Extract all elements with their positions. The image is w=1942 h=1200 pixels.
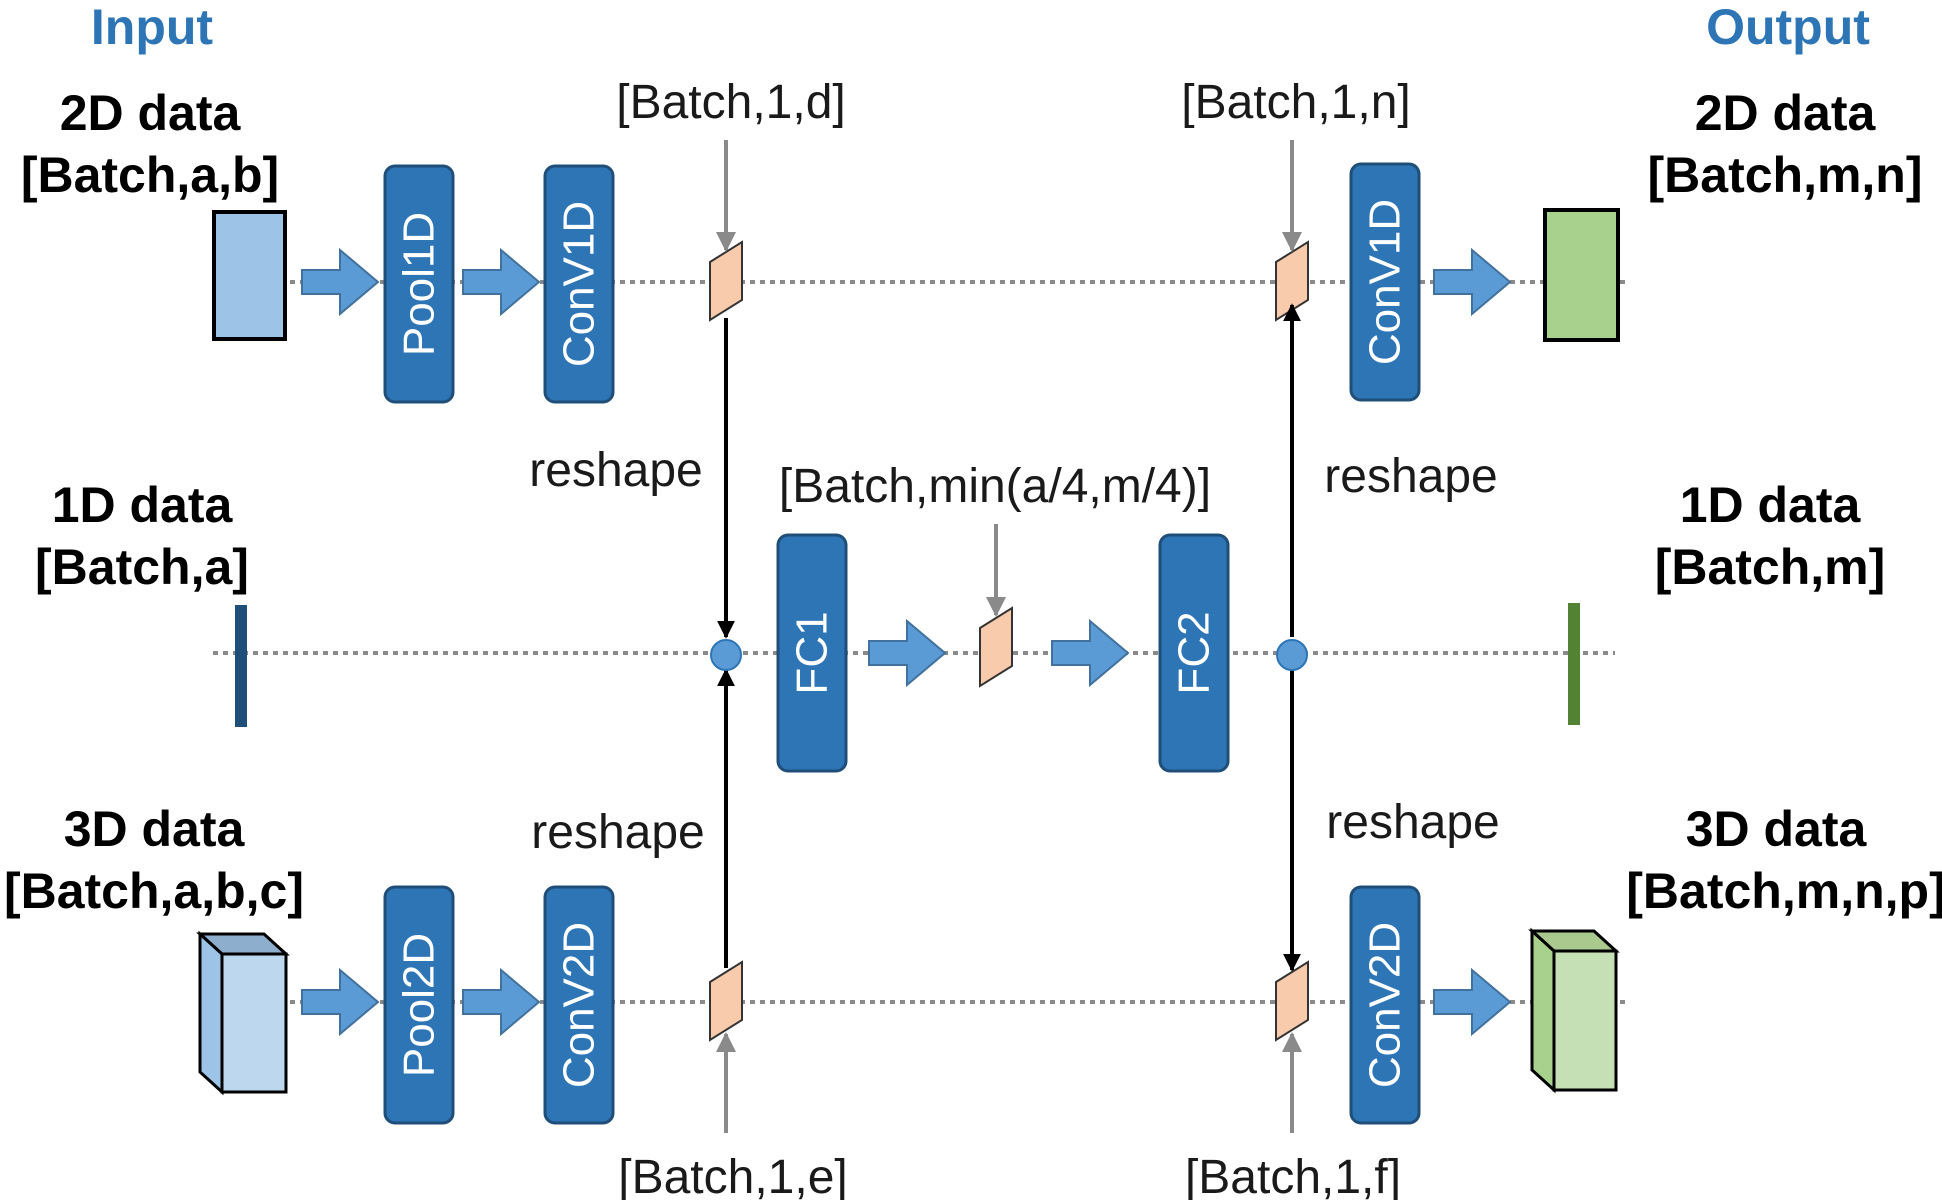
output-1d-shape: [Batch,m] [1655, 539, 1886, 595]
fc1-block: FC1 [776, 533, 848, 773]
flatten-bottom-right [1275, 960, 1309, 1042]
conv1d-input-label: ConV1D [555, 201, 604, 367]
fc2-block: FC2 [1158, 533, 1230, 773]
shape-annotation-top-right: [Batch,1,n] [1181, 76, 1410, 129]
arrow-fc1-to-flatten [868, 618, 947, 688]
conv2d-input-block: ConV2D [543, 885, 615, 1125]
reshape-label-upper-right: reshape [1324, 450, 1497, 503]
arrow-pool2d-to-conv2d [462, 967, 541, 1037]
input-3d-data-icon [196, 930, 290, 1096]
conv1d-output-label: ConV1D [1361, 199, 1410, 365]
input-1d-shape: [Batch,a] [35, 539, 249, 595]
pool1d-label: Pool1D [395, 212, 444, 356]
shape-annotation-bottom-left: [Batch,1,e] [618, 1151, 847, 1200]
shape-annotation-top-left: [Batch,1,d] [616, 76, 845, 129]
reshape-label-upper-left: reshape [529, 444, 702, 497]
conv1d-input-block: ConV1D [543, 164, 615, 404]
input-3d-title: 3D data [64, 801, 246, 857]
arrow-flatten-to-fc2 [1051, 618, 1130, 688]
input-2d-data-icon [212, 210, 287, 341]
output-1d-title: 1D data [1680, 477, 1862, 533]
flatten-middle [979, 606, 1013, 688]
conv1d-output-block: ConV1D [1349, 162, 1421, 402]
output-3d-shape: [Batch,m,n,p] [1626, 863, 1942, 919]
output-2d-title: 2D data [1695, 85, 1877, 141]
input-2d-title: 2D data [60, 85, 242, 141]
pool2d-block: Pool2D [383, 885, 455, 1125]
output-2d-shape: [Batch,m,n] [1648, 147, 1923, 203]
reshape-label-lower-left: reshape [531, 806, 704, 859]
arrow-2d-to-pool1d [301, 247, 380, 317]
fc2-label: FC2 [1170, 611, 1219, 694]
shape-annotation-bottom-right: [Batch,1,f] [1185, 1151, 1401, 1200]
shape-annotation-middle: [Batch,min(a/4,m/4)] [779, 460, 1211, 513]
reshape-label-lower-right: reshape [1326, 796, 1499, 849]
output-2d-data-icon [1543, 208, 1620, 342]
output-header: Output [1706, 0, 1870, 55]
arrow-3d-to-pool2d [301, 967, 380, 1037]
pool1d-block: Pool1D [383, 164, 455, 404]
conv2d-input-label: ConV2D [555, 922, 604, 1088]
conv2d-output-block: ConV2D [1349, 885, 1421, 1125]
output-3d-data-icon [1528, 927, 1620, 1094]
input-header: Input [91, 0, 214, 55]
flatten-top-left [709, 240, 743, 322]
input-3d-shape: [Batch,a,b,c] [4, 863, 304, 919]
pool2d-label: Pool2D [395, 933, 444, 1077]
arrow-conv1d-to-output-2d [1433, 247, 1512, 317]
junction-node-left [710, 639, 742, 671]
output-3d-title: 3D data [1686, 801, 1868, 857]
conv2d-output-label: ConV2D [1361, 922, 1410, 1088]
input-1d-title: 1D data [52, 477, 234, 533]
flatten-bottom-left [709, 960, 743, 1042]
arrow-conv2d-to-output-3d [1433, 967, 1512, 1037]
junction-node-right [1276, 639, 1308, 671]
fc1-label: FC1 [788, 611, 837, 694]
input-2d-shape: [Batch,a,b] [21, 147, 279, 203]
arrow-pool1d-to-conv1d [462, 247, 541, 317]
